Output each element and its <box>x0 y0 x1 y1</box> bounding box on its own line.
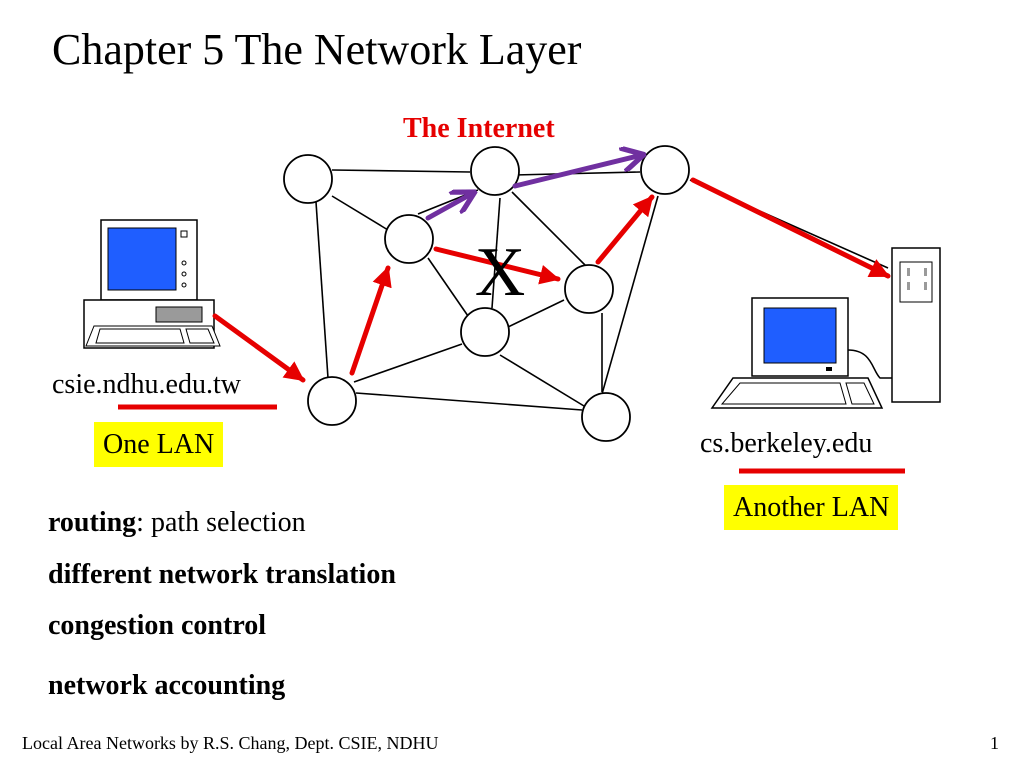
alternate-route-arrow <box>425 193 473 221</box>
router-node <box>307 376 357 426</box>
topic-term: network accounting <box>48 670 286 701</box>
alternate-route-arrow <box>512 155 642 189</box>
link <box>355 392 583 411</box>
link <box>499 354 585 407</box>
link <box>315 201 329 379</box>
topic-term: different network translation <box>48 559 396 590</box>
host-name-right: cs.berkeley.edu <box>700 428 873 459</box>
topic-term: routing <box>48 507 137 538</box>
link <box>507 299 565 328</box>
routers <box>283 145 690 442</box>
link <box>353 343 463 383</box>
footer-credit: Local Area Networks by R.S. Chang, Dept.… <box>22 733 439 753</box>
host-name-left: csie.ndhu.edu.tw <box>52 369 241 400</box>
desktop-computer-icon <box>83 219 221 349</box>
router-node <box>564 264 614 314</box>
route-arrow <box>212 313 306 383</box>
page-number: 1 <box>990 733 999 753</box>
link <box>331 169 471 173</box>
router-node <box>283 154 333 204</box>
lan-label-right: Another LAN <box>724 485 899 530</box>
link <box>513 171 641 176</box>
link <box>601 195 659 395</box>
topic-item: routing: path selection <box>48 506 306 540</box>
route-arrows <box>212 177 891 383</box>
alternate-route-arrows <box>425 155 642 221</box>
route-arrow <box>349 265 392 376</box>
router-node <box>640 145 690 195</box>
route-arrow <box>433 246 561 285</box>
internet-label: The Internet <box>403 113 555 144</box>
topic-item: congestion control <box>48 609 266 643</box>
link <box>491 197 501 309</box>
lan-label-left: One LAN <box>94 422 224 467</box>
desktop-computer-icon <box>710 297 892 409</box>
topic-item: network accounting <box>48 669 285 703</box>
router-node <box>460 307 510 357</box>
link <box>511 191 587 267</box>
tower-computer-icon <box>891 247 941 403</box>
router-node <box>384 214 434 264</box>
link <box>331 195 389 231</box>
link <box>427 257 469 317</box>
router-node <box>470 146 520 196</box>
router-node <box>581 392 631 442</box>
topic-term: congestion control <box>48 610 267 641</box>
route-arrow <box>595 194 655 265</box>
failure-mark: X <box>475 234 526 311</box>
topic-description: : path selection <box>136 507 306 538</box>
route-arrow <box>690 177 891 279</box>
topic-item: different network translation <box>48 558 396 592</box>
slide-title: Chapter 5 The Network Layer <box>52 25 582 74</box>
